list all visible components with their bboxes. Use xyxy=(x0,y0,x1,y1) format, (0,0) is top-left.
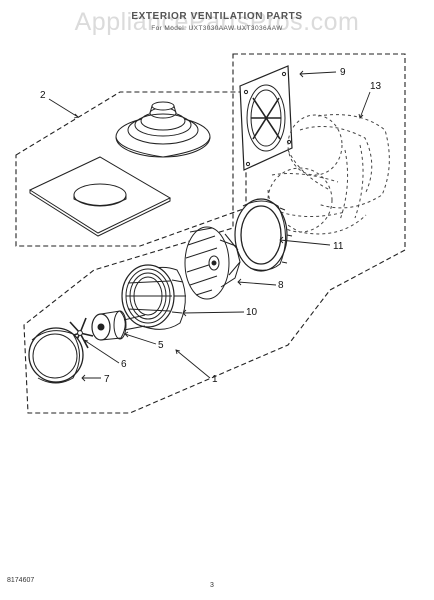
callout-labels: 2 9 13 11 8 10 5 6 7 1 xyxy=(40,67,382,385)
callout-5: 5 xyxy=(158,340,164,351)
callout-1: 1 xyxy=(212,374,218,385)
callout-8: 8 xyxy=(278,280,284,291)
leader-lines xyxy=(48,70,371,382)
blower-housing xyxy=(121,264,186,330)
callout-2: 2 xyxy=(40,90,46,101)
callout-9: 9 xyxy=(340,67,346,78)
blower-motor xyxy=(91,310,146,341)
roof-flashing-plate xyxy=(28,156,172,237)
diagram-title: EXTERIOR VENTILATION PARTS xyxy=(131,11,303,22)
callout-11: 11 xyxy=(333,241,344,252)
group-box-2 xyxy=(15,91,247,247)
blower-wheel xyxy=(184,226,241,300)
model-subtitle: For Model: UXT3030AAW UXT3036AAW xyxy=(151,25,283,32)
page-number: 3 xyxy=(210,582,214,589)
watermark: AppliancePartsPros.com xyxy=(74,8,360,36)
callout-13: 13 xyxy=(370,81,382,92)
part-code: 8174607 xyxy=(7,577,35,584)
callout-10: 10 xyxy=(246,307,258,318)
back-collar-ring xyxy=(234,198,293,272)
callout-6: 6 xyxy=(121,359,127,370)
callout-7: 7 xyxy=(104,374,110,385)
damper-plate xyxy=(239,65,293,171)
roof-vent-cap xyxy=(115,101,211,158)
front-grille-cover xyxy=(28,327,84,384)
